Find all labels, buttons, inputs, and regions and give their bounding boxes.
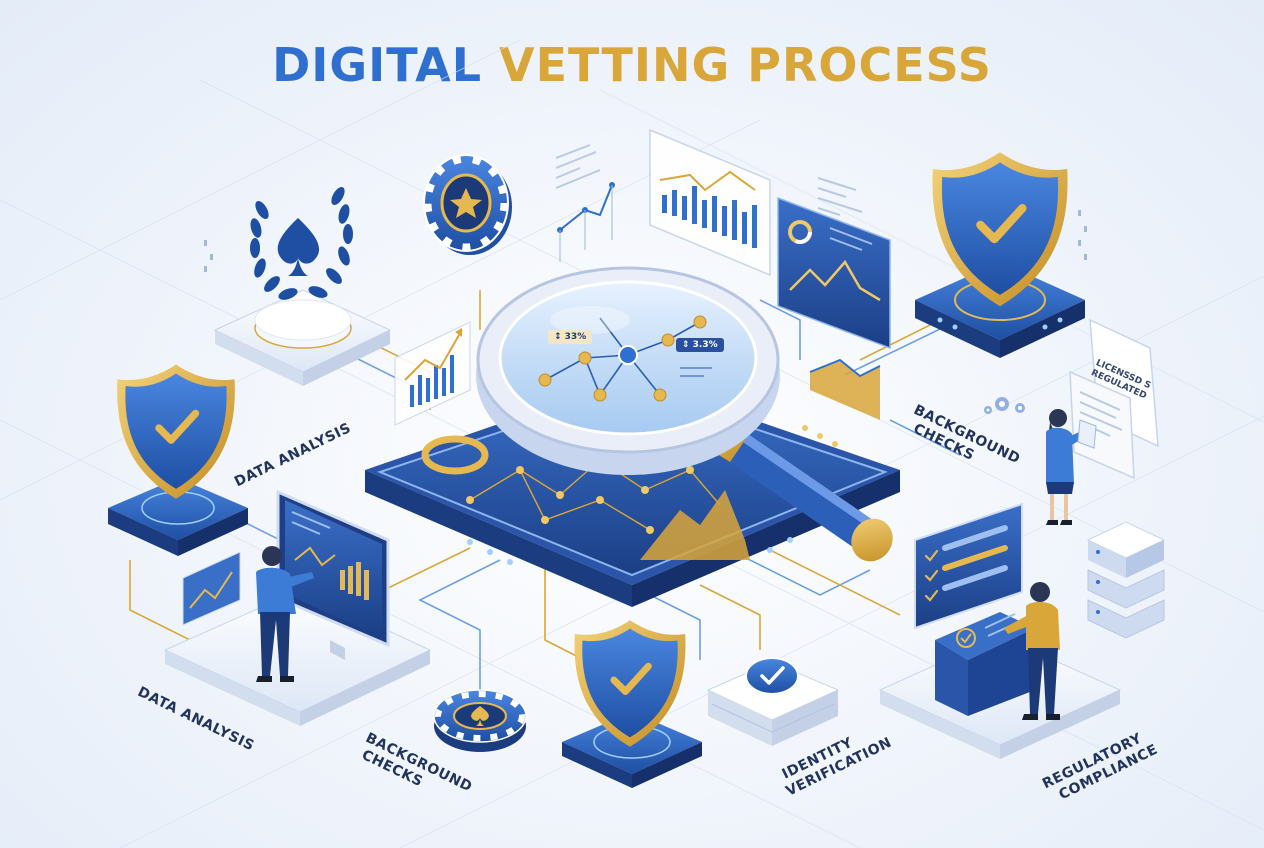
person-reviewer-icon: [1046, 409, 1097, 525]
laurel-spade-platform: [213, 289, 392, 386]
floating-chart-top-left: [555, 144, 615, 262]
person-analyst-icon: [256, 546, 314, 682]
title-word-digital: DIGITAL: [272, 38, 483, 92]
title-word-vetting-process: VETTING PROCESS: [499, 38, 992, 92]
poker-chip-star-icon: [423, 154, 512, 255]
floating-chart-bars-top: [649, 128, 771, 277]
monitor-chart-screen: [276, 489, 390, 660]
laurel-wreath-spade-icon: [250, 186, 353, 300]
floating-dashboard-panel: [777, 196, 891, 350]
floating-text-lines-right: [817, 177, 863, 216]
poker-chip-spade-icon: [433, 689, 527, 752]
floating-bar-chart-mid-left: [394, 321, 471, 426]
shield-platform-left: [108, 478, 248, 556]
magnifying-glass-icon: [476, 266, 893, 562]
shield-check-icon-left: [117, 364, 235, 499]
gears-icon: [984, 397, 1025, 414]
control-kiosk: [935, 612, 1035, 716]
floating-small-chart-left: [182, 551, 241, 626]
floating-area-chart-right: [809, 358, 881, 420]
person-operator-icon: [1004, 582, 1060, 720]
shield-check-icon-bottom: [574, 620, 686, 747]
shield-check-icon-top-right: [932, 152, 1068, 307]
checklist-screen: [914, 502, 1023, 630]
sparkle-dots-left: [204, 240, 213, 272]
page-title: DIGITAL VETTING PROCESS: [0, 38, 1264, 92]
sparkle-dots-right: [1078, 210, 1087, 260]
server-stack-icon: [1086, 521, 1166, 639]
lens-tag-right: ⇕ 3.3%: [676, 338, 724, 352]
check-circle-icon: [745, 657, 799, 695]
lens-tag-left: ↕ 33%: [548, 330, 593, 344]
